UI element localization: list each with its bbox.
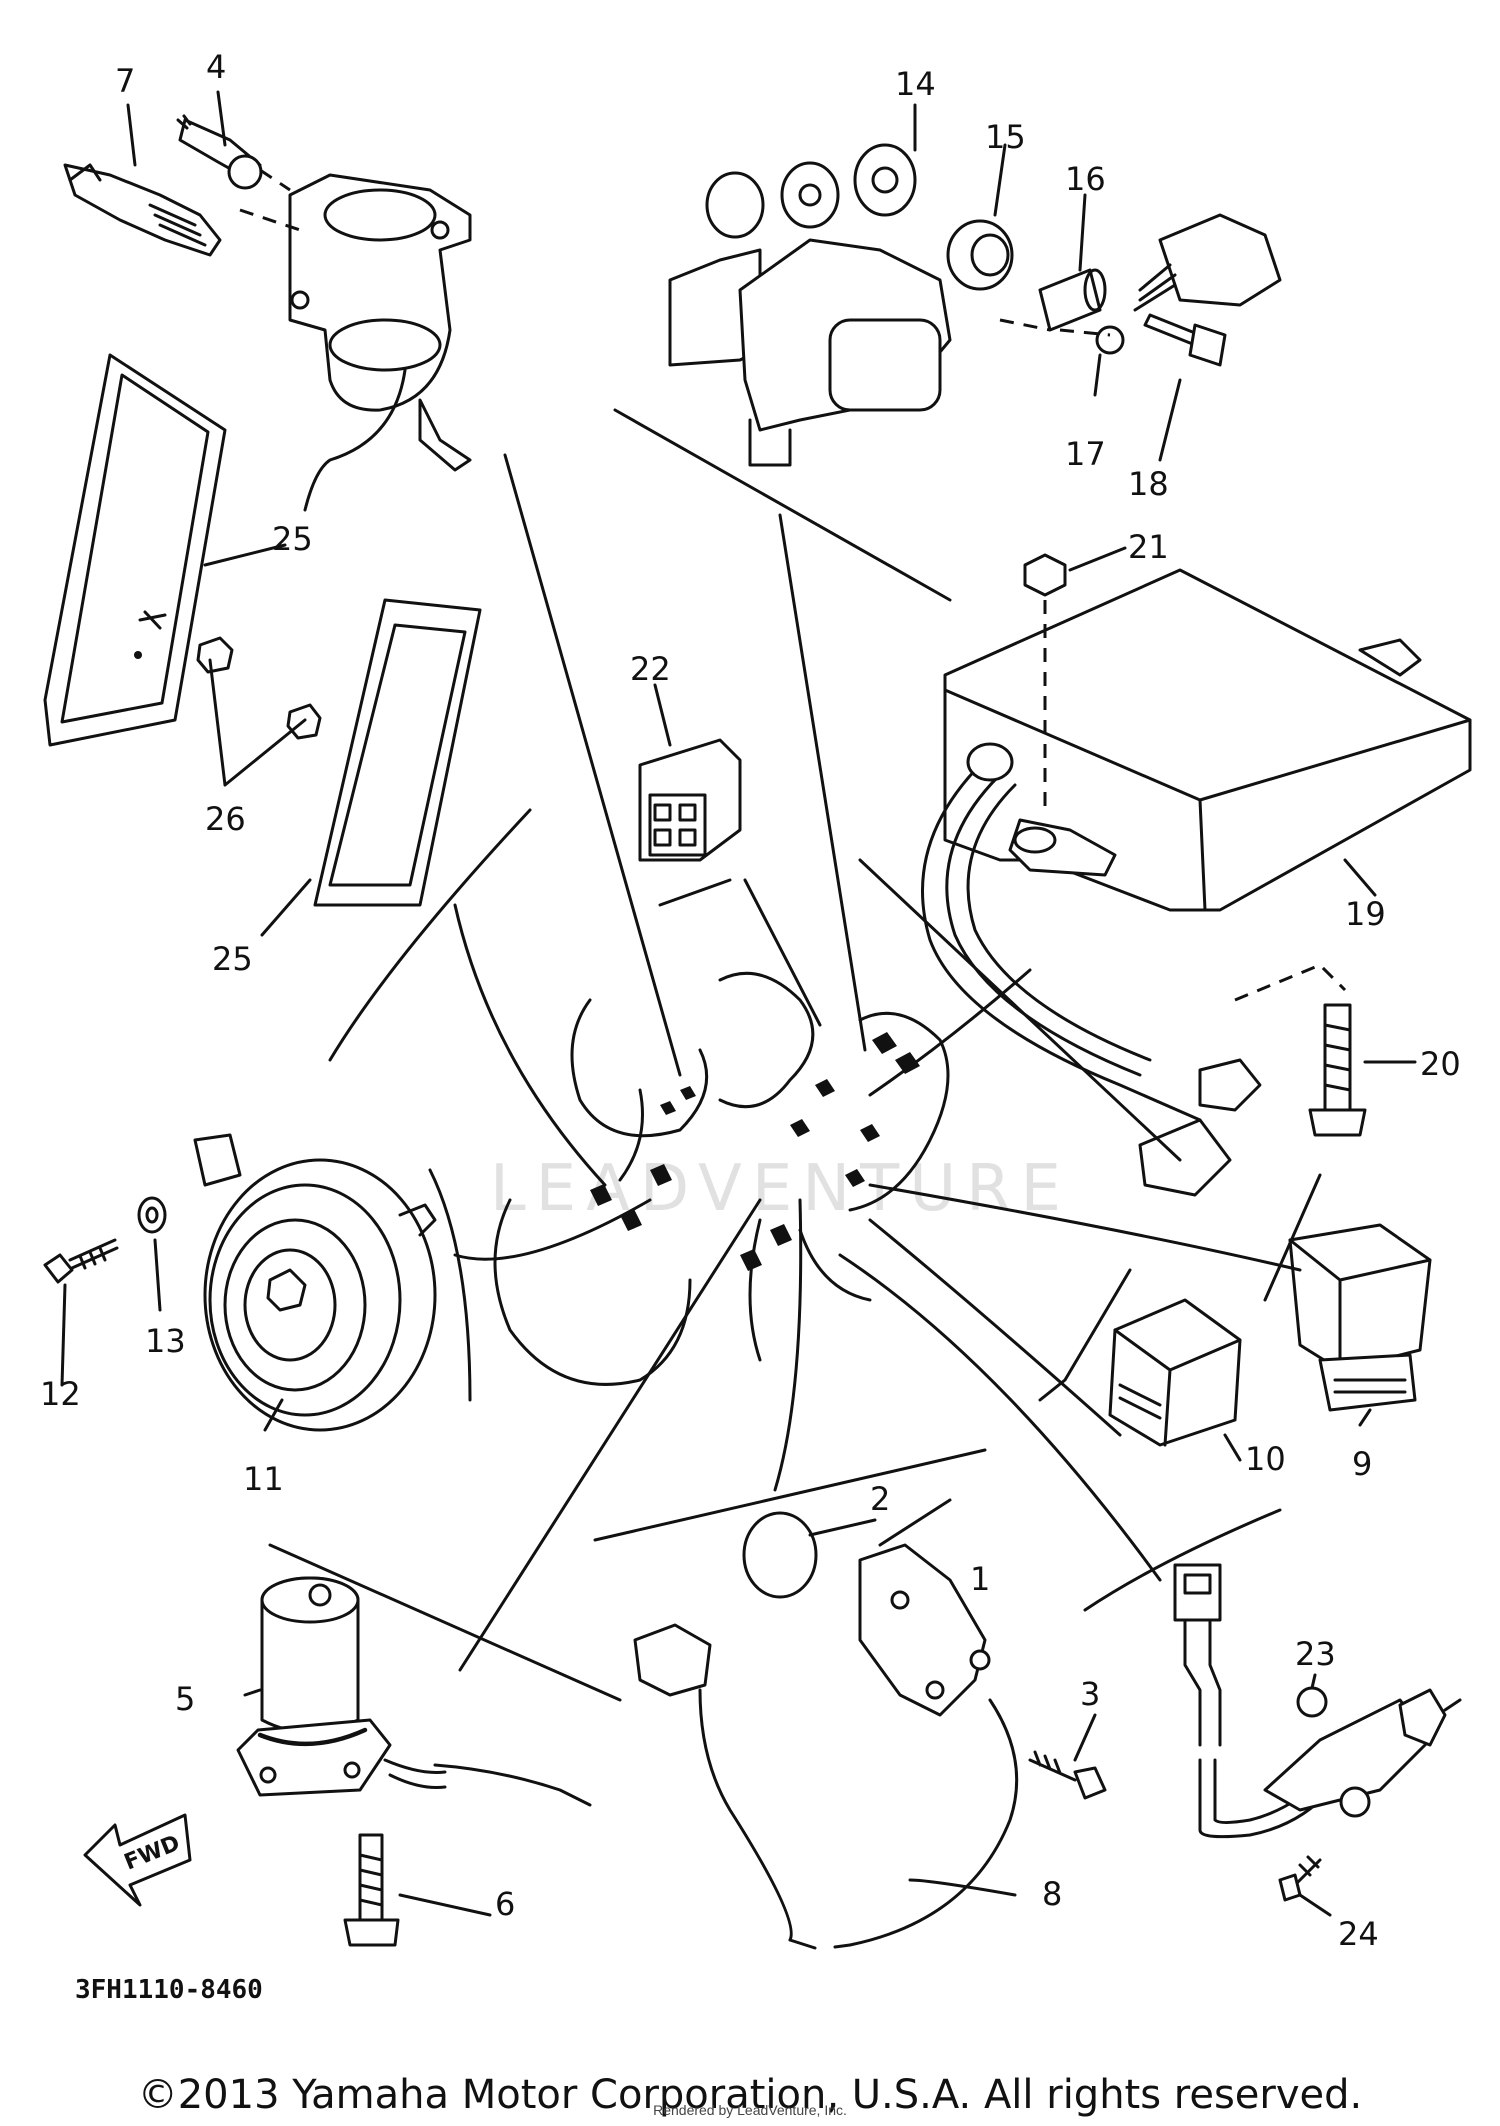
- part-sensor-lead-8: [633, 1623, 1019, 1950]
- callout-12: 12: [40, 1375, 81, 1413]
- part-sensor-housing: [288, 173, 472, 472]
- copyright-notice: ©2013 Yamaha Motor Corporation, U.S.A. A…: [137, 2072, 1363, 2118]
- callout-leaders: [60, 90, 1417, 1917]
- callout-10: 10: [1245, 1440, 1286, 1478]
- callout-26: 26: [205, 800, 246, 838]
- part-screw-3: [1028, 1750, 1107, 1800]
- callout-22: 22: [630, 650, 671, 688]
- part-switch-23: [1173, 1563, 1462, 1839]
- callout-21: 21: [1128, 528, 1169, 566]
- part-reflector-upper: [43, 353, 227, 747]
- part-horn: [193, 1133, 437, 1432]
- part-cover-1: [858, 1543, 991, 1717]
- callout-4: 4: [206, 48, 226, 86]
- part-sensor-5: [236, 1576, 592, 1807]
- callout-5: 5: [175, 1680, 195, 1718]
- callout-16: 16: [1065, 160, 1106, 198]
- part-washer-13: [137, 1196, 167, 1234]
- part-relay-10: [1108, 1298, 1242, 1447]
- part-temperature-sender: [176, 114, 263, 190]
- watermark: LEADVENTURE: [490, 1152, 1071, 1226]
- part-relay-assembly: [668, 143, 952, 467]
- harness-connector-stubs: [590, 1032, 920, 1271]
- fwd-arrow-icon: FWD: [83, 1813, 192, 1907]
- part-spark-plug: [63, 163, 222, 257]
- part-bolt-18: [1143, 313, 1227, 367]
- callout-23: 23: [1295, 1635, 1336, 1673]
- diagram-part-code: 3FH1110-8460: [75, 1975, 263, 2005]
- part-collar: [1038, 268, 1107, 332]
- callout-14: 14: [895, 65, 936, 103]
- callout-6: 6: [495, 1885, 515, 1923]
- part-rubber-damper: [946, 219, 1014, 291]
- part-bolt-6: [343, 1833, 400, 1947]
- part-reflector-lower: [313, 598, 482, 907]
- part-nut-21: [1023, 553, 1067, 810]
- rendered-by-notice: Rendered by LeadVenture, Inc.: [653, 2102, 847, 2118]
- callout-25-lower: 25: [212, 940, 253, 978]
- callout-numbers: 4 7 14 15 16 17 18 21 22 19 20 25 26 25 …: [40, 48, 1461, 1953]
- callout-7: 7: [115, 62, 135, 100]
- part-relay-9: [1288, 1223, 1432, 1412]
- callout-25-upper: 25: [272, 520, 313, 558]
- callout-2: 2: [870, 1480, 890, 1518]
- callout-11: 11: [243, 1460, 284, 1498]
- part-bolt-20: [1308, 1003, 1367, 1137]
- bracket-lines: [268, 368, 1322, 1702]
- callout-13: 13: [145, 1322, 186, 1360]
- part-washer-17: [1095, 325, 1125, 355]
- part-bolt-12: [43, 1238, 119, 1284]
- callout-19: 19: [1345, 895, 1386, 933]
- part-connector-top-right: [1133, 213, 1282, 312]
- callout-9: 9: [1352, 1445, 1372, 1483]
- electrical-parts-diagram: LEADVENTURE: [40, 48, 1472, 2005]
- callout-17: 17: [1065, 435, 1106, 473]
- callout-20: 20: [1420, 1045, 1461, 1083]
- callout-1: 1: [970, 1560, 990, 1598]
- part-control-unit: [921, 568, 1472, 1122]
- callout-24: 24: [1338, 1915, 1379, 1953]
- callout-15: 15: [985, 118, 1026, 156]
- part-harness-connectors: [1138, 1058, 1262, 1197]
- part-screw-25: [138, 610, 167, 630]
- leader-lines: [453, 453, 1302, 1672]
- callout-8: 8: [1042, 1875, 1062, 1913]
- callout-3: 3: [1080, 1675, 1100, 1713]
- part-connector-22: [638, 738, 742, 862]
- part-nut-26: [196, 636, 322, 740]
- part-o-ring: [742, 1511, 818, 1599]
- callout-18: 18: [1128, 465, 1169, 503]
